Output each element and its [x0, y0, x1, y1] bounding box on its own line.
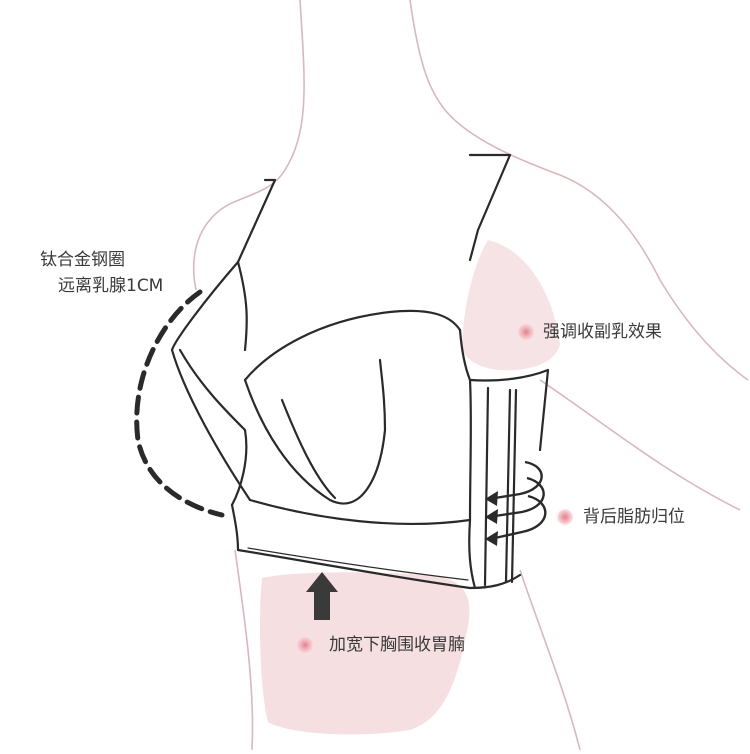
front-strap	[236, 178, 277, 264]
stomach-highlight-area	[260, 572, 470, 735]
underwire-dashed-indicator	[134, 289, 225, 518]
wire-label-line1: 钛合金钢圈	[40, 250, 125, 270]
band-top	[248, 498, 472, 526]
side-effect-label: 强调收副乳效果	[543, 322, 662, 342]
side-panel-top	[468, 368, 550, 452]
band-bottom	[236, 548, 522, 590]
curve-arrow-3	[494, 494, 547, 540]
back-waist-contour	[519, 569, 581, 751]
curve-arrow-2	[494, 476, 545, 518]
back-shoulder-contour	[409, 0, 749, 381]
side-highlight-area	[462, 240, 560, 371]
back-fat-dot	[557, 509, 573, 525]
back-fat-label: 背后脂肪归位	[583, 507, 685, 527]
side-effect-dot	[518, 324, 534, 340]
band-front-edge	[230, 503, 240, 552]
arrowhead-1	[485, 491, 498, 506]
side-boning-3	[510, 388, 518, 584]
neck-shoulder-contour	[192, 0, 305, 291]
band-stitch	[247, 547, 469, 581]
curve-arrow-1	[494, 460, 543, 500]
bra-garment	[170, 153, 550, 590]
body-outline	[192, 0, 749, 751]
band-up-arrow	[306, 572, 338, 620]
back-fat-arrows	[494, 460, 547, 540]
underband-label: 加宽下胸围收胃腩	[329, 635, 465, 655]
far-cup-top	[243, 309, 462, 382]
side-panel-front	[458, 328, 477, 590]
underband-dot	[297, 637, 313, 653]
near-cup-seam	[236, 260, 248, 352]
rear-strap	[468, 153, 512, 262]
far-cup-lower	[243, 358, 387, 505]
side-boning-2	[504, 388, 512, 584]
arm-contour	[539, 379, 741, 511]
wire-label-line2: 远离乳腺1CM	[58, 276, 164, 296]
side-boning-1	[483, 386, 490, 587]
arrowhead-3	[485, 531, 498, 546]
center-gore	[178, 348, 248, 507]
near-cup-edge	[170, 260, 252, 502]
far-cup-seam	[280, 398, 337, 500]
back-fat-arrowheads	[485, 491, 498, 546]
arrowhead-2	[485, 509, 498, 524]
front-waist-contour	[234, 549, 254, 751]
